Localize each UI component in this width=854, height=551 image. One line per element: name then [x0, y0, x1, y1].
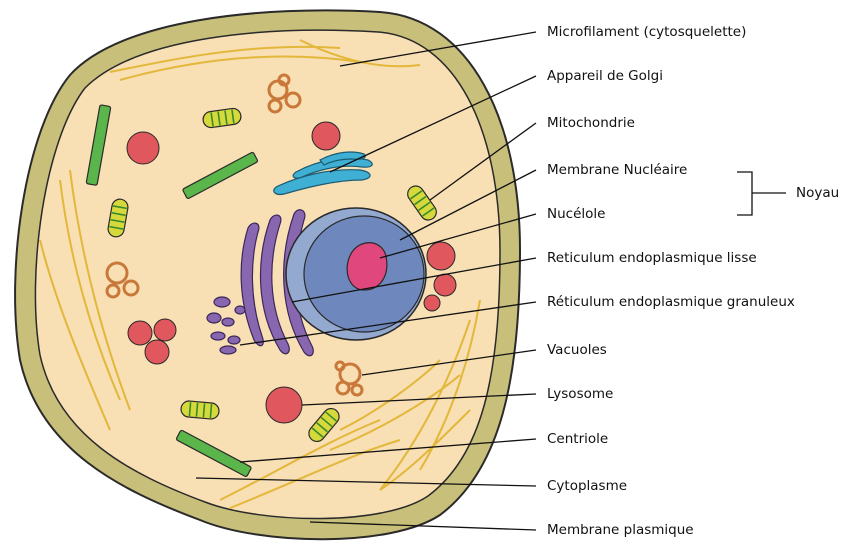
label-membrane-plasmique: Membrane plasmique: [547, 522, 694, 538]
label-rel: Reticulum endoplasmique lisse: [547, 250, 757, 266]
label-reg: Réticulum endoplasmique granuleux: [547, 294, 795, 310]
label-microfilament: Microfilament (cytosquelette): [547, 24, 746, 40]
label-golgi: Appareil de Golgi: [547, 68, 663, 84]
label-centriole: Centriole: [547, 431, 608, 447]
label-noyau: Noyau: [796, 185, 839, 201]
labels: Microfilament (cytosquelette) Appareil d…: [547, 24, 839, 538]
label-membrane-nucleaire: Membrane Nucléaire: [547, 162, 687, 178]
lysosome-labeled: [266, 387, 302, 423]
label-nucleole: Nucélole: [547, 206, 605, 222]
label-mitochondrie: Mitochondrie: [547, 115, 635, 131]
noyau-bracket: [737, 172, 786, 215]
label-lysosome: Lysosome: [547, 386, 613, 402]
label-cytoplasme: Cytoplasme: [547, 478, 627, 494]
nucleolus: [347, 243, 387, 290]
nucleus: [286, 208, 426, 340]
label-vacuoles: Vacuoles: [547, 342, 607, 358]
